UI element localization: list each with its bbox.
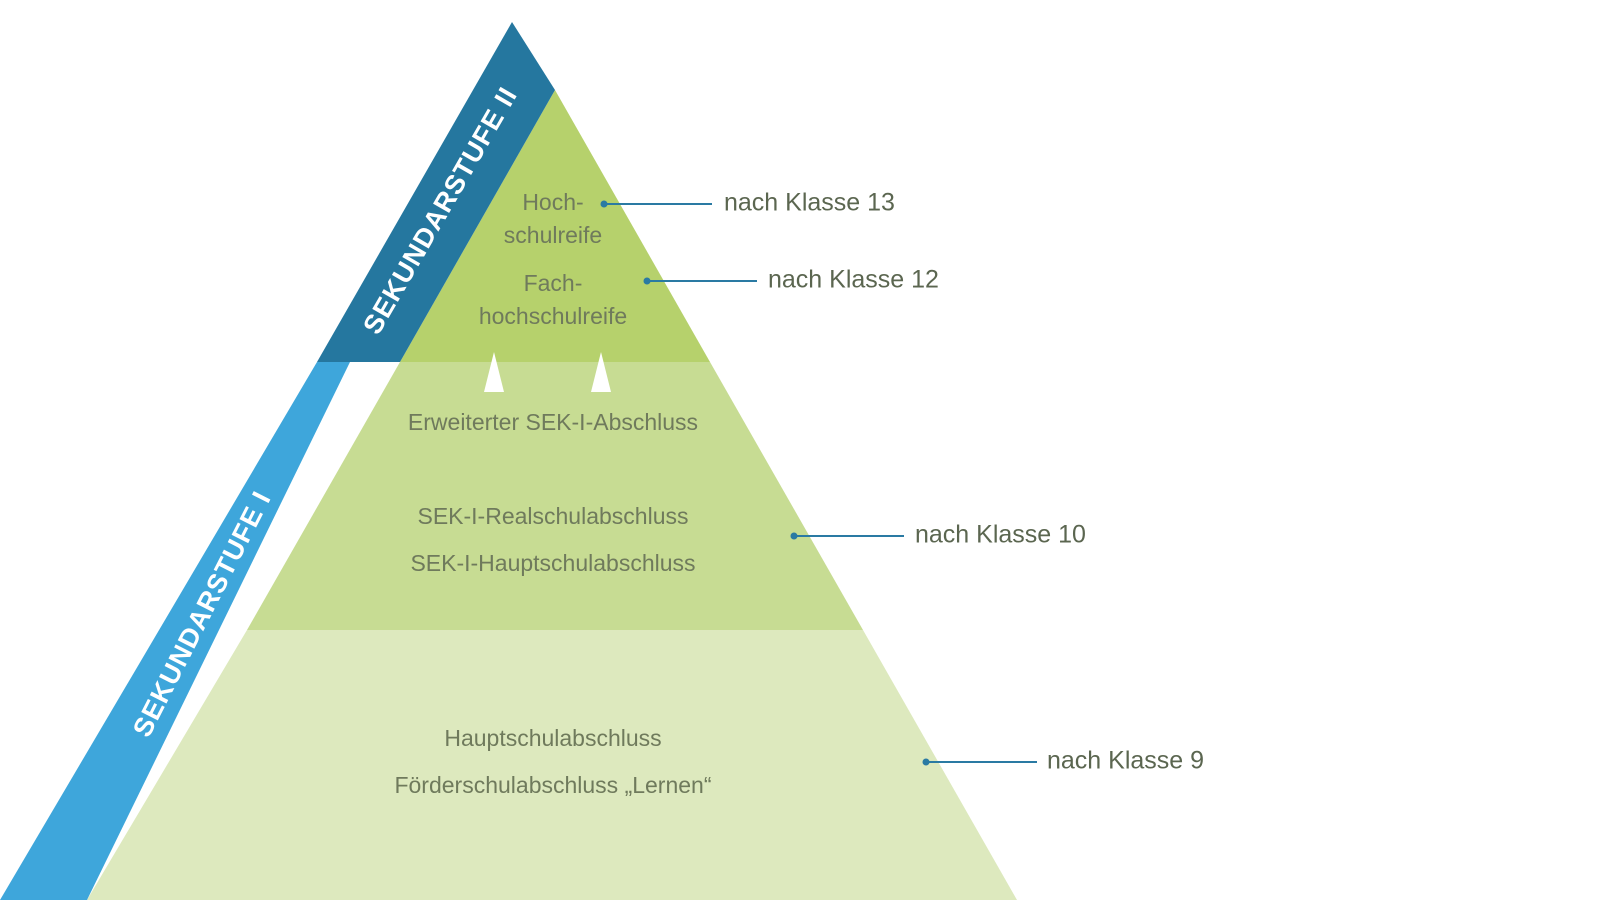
tier-lower [87, 630, 1017, 900]
leader-dot-k9 [922, 758, 930, 766]
arrow-up-right-icon [591, 352, 611, 392]
note-nach-klasse-13: nach Klasse 13 [724, 189, 895, 217]
note-nach-klasse-9: nach Klasse 9 [1047, 747, 1204, 775]
degree-hauptschul: Hauptschulabschluss [444, 725, 661, 751]
degree-fachhochschulreife-line2: hochschulreife [479, 303, 627, 329]
sek1-band [0, 362, 350, 900]
leader-k9 [922, 758, 1037, 766]
leader-dot-k10 [790, 532, 798, 540]
degree-hochschulreife-line2: schulreife [504, 222, 602, 248]
degree-foerderschul: Förderschulabschluss „Lernen“ [394, 772, 711, 798]
leader-k12 [643, 277, 757, 285]
leader-dot-k12 [643, 277, 651, 285]
sek2-band [317, 22, 555, 362]
leader-k10 [790, 532, 904, 540]
leader-dot-k13 [600, 200, 608, 208]
leader-k13 [600, 200, 712, 208]
note-nach-klasse-10: nach Klasse 10 [915, 521, 1086, 549]
degree-erweiterter-sek1: Erweiterter SEK-I-Abschluss [408, 409, 698, 435]
degree-fachhochschulreife-line1: Fach- [524, 270, 583, 296]
degree-hochschulreife-line1: Hoch- [522, 189, 583, 215]
tier-upper [400, 90, 710, 362]
arrow-up-left-icon [484, 352, 504, 392]
degree-sek1-hauptschul: SEK-I-Hauptschulabschluss [410, 550, 695, 576]
tier-middle [247, 362, 863, 630]
note-nach-klasse-12: nach Klasse 12 [768, 266, 939, 294]
degree-sek1-realschul: SEK-I-Realschulabschluss [417, 503, 688, 529]
